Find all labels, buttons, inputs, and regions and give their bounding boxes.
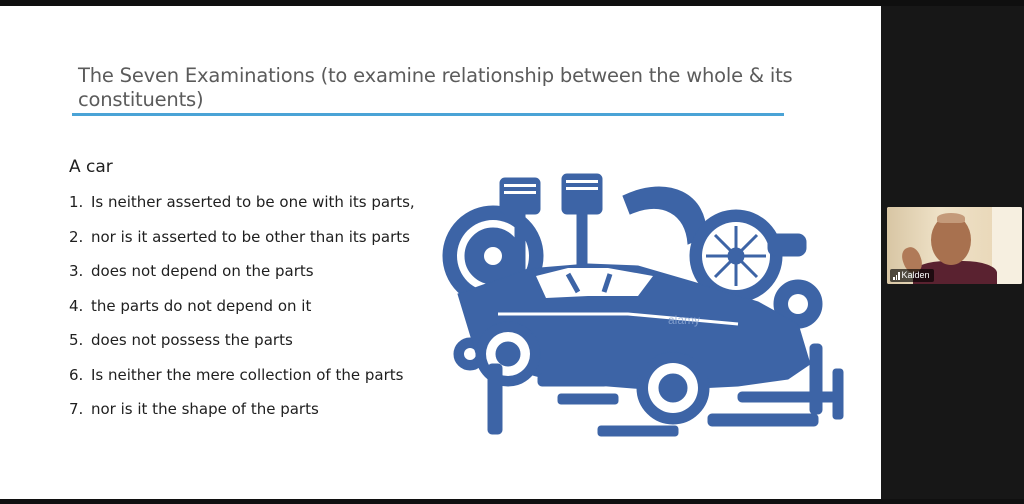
participant-hair <box>937 213 965 223</box>
list-item-number: 5. <box>69 331 84 349</box>
illustration-watermark: alamy <box>668 313 700 327</box>
signal-bars-icon <box>893 271 900 280</box>
list-item-number: 6. <box>69 365 84 384</box>
list-item-text: does not depend on the parts <box>91 262 314 280</box>
video-background-lamp <box>992 207 1022 284</box>
car-and-parts-icon: alamy <box>438 164 868 454</box>
title-underline <box>72 113 784 116</box>
list-item-number: 7. <box>69 400 84 418</box>
list-item: 2. nor is it asserted to be other than it… <box>69 225 415 260</box>
window-top-bar <box>0 0 1024 6</box>
examination-list: 1. Is neither asserted to be one with its… <box>69 190 415 432</box>
participant-body <box>913 261 997 284</box>
window-bottom-bar <box>0 499 1024 504</box>
list-item-number: 2. <box>69 227 84 246</box>
list-item: 6. Is neither the mere collection of the … <box>69 363 415 398</box>
list-item: 1. Is neither asserted to be one with its… <box>69 190 415 225</box>
list-item-number: 1. <box>69 193 84 211</box>
list-item-text: Is neither asserted to be one with its p… <box>91 193 415 211</box>
slide-subject: A car <box>69 157 113 177</box>
participant-name-tag: Kalden <box>890 269 934 282</box>
list-item-number: 3. <box>69 262 84 280</box>
participant-head <box>931 215 971 265</box>
list-item-number: 4. <box>69 296 84 315</box>
list-item: 5. does not possess the parts <box>69 328 415 363</box>
shared-slide: The Seven Examinations (to examine relat… <box>0 6 881 499</box>
participant-video-tile[interactable]: Kalden <box>887 207 1022 284</box>
list-item-text: the parts do not depend on it <box>91 296 312 315</box>
list-item: 4. the parts do not depend on it <box>69 294 415 329</box>
participant-name: Kalden <box>901 270 930 280</box>
list-item: 7. nor is it the shape of the parts <box>69 397 415 432</box>
list-item-text: Is neither the mere collection of the pa… <box>91 365 404 384</box>
slide-title: The Seven Examinations (to examine relat… <box>78 64 793 111</box>
list-item: 3. does not depend on the parts <box>69 259 415 294</box>
list-item-text: nor is it the shape of the parts <box>91 400 319 418</box>
list-item-text: nor is it asserted to be other than its … <box>91 227 410 246</box>
list-item-text: does not possess the parts <box>91 331 293 349</box>
